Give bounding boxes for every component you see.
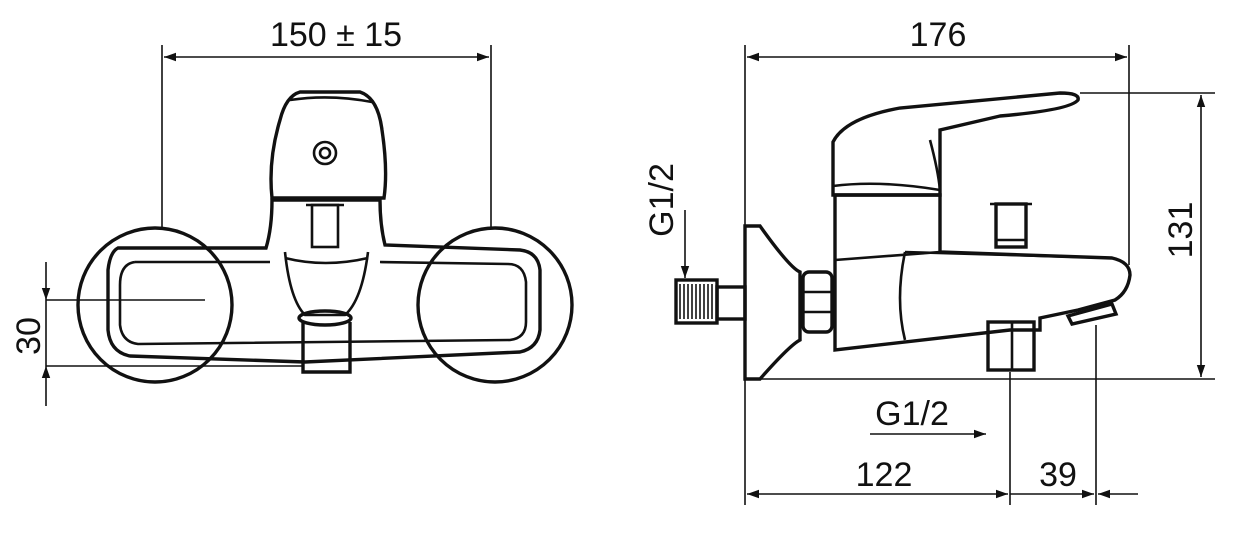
wall-rosette-left [76, 226, 234, 384]
side-length-label: 176 [910, 16, 967, 54]
front-height-dimension: 30 [10, 262, 303, 406]
side-length-dimension: 176 [744, 16, 1130, 265]
outlet-thread-label: G1/2 [875, 395, 949, 433]
inlet-thread-callout: G1/2 [643, 163, 690, 278]
spout-dimension-label: 39 [1039, 456, 1077, 494]
inlet-connector [674, 278, 747, 325]
mixer-body-front [106, 90, 542, 374]
front-view: 150 ± 15 [10, 16, 574, 406]
mixer-body-side [831, 91, 1132, 372]
side-height-dimension: 131 [745, 92, 1215, 380]
front-height-label: 30 [10, 317, 48, 355]
outlet-position-label: 122 [856, 456, 913, 494]
wall-flange [743, 224, 802, 381]
front-width-dimension: 150 ± 15 [161, 16, 492, 228]
wall-rosette-right [416, 226, 574, 384]
front-width-label: 150 ± 15 [270, 16, 402, 54]
side-view: 176 131 [643, 16, 1215, 505]
bottom-dimensions: 122 39 [744, 325, 1138, 505]
outlet-thread-callout: G1/2 [870, 395, 986, 439]
side-height-label: 131 [1162, 202, 1200, 259]
inlet-thread-label: G1/2 [643, 163, 681, 237]
eccentric-nut [801, 270, 834, 334]
